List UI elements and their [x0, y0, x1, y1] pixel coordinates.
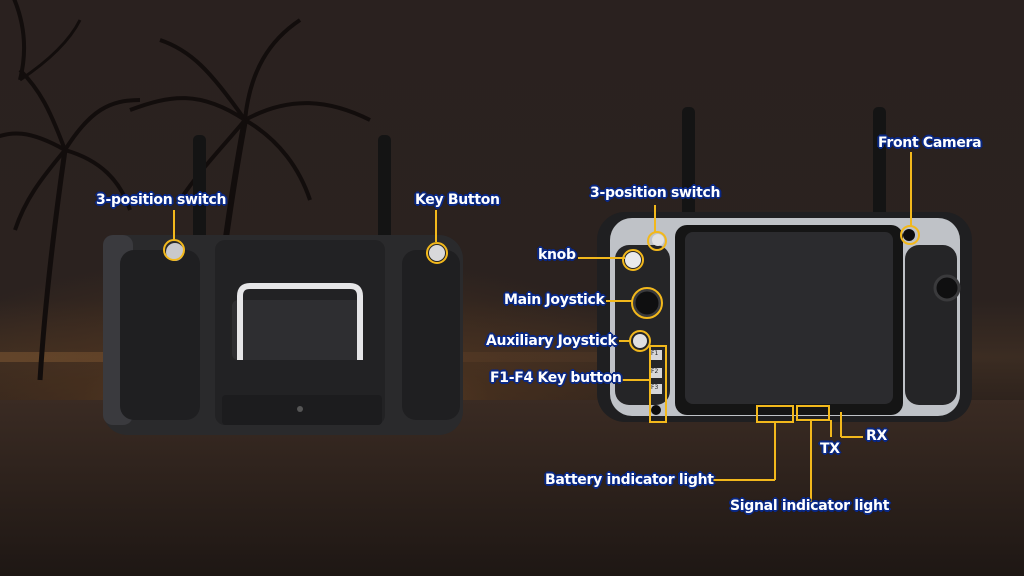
front-knob [625, 252, 641, 268]
back-key-button [429, 245, 445, 261]
label-main-joystick: Main Joystick [504, 292, 605, 308]
label-auxiliary-joystick: Auxiliary Joystick [486, 333, 617, 349]
horizon-glow [0, 352, 1024, 362]
front-switch [652, 234, 664, 246]
joystick-icon [632, 288, 662, 318]
label-f1-f4-key-button: F1-F4 Key button [490, 370, 622, 386]
label-key-button: Key Button [415, 192, 500, 208]
label-signal-indicator-light: Signal indicator light [730, 498, 890, 514]
controller-front-view [597, 107, 972, 422]
label-front-3-position-switch: 3-position switch [590, 185, 721, 201]
label-knob: knob [538, 247, 576, 263]
label-rx: RX [866, 428, 887, 444]
controller-back-view [103, 135, 463, 435]
label-tx: TX [820, 441, 840, 457]
camera-icon [903, 229, 915, 241]
back-antenna-right [378, 135, 391, 265]
f2-key-label: F2 [651, 368, 659, 375]
aux-joystick [633, 334, 647, 348]
back-handle [237, 283, 363, 360]
callout-lines [163, 152, 920, 506]
label-front-camera: Front Camera [878, 135, 982, 151]
back-switch-left [166, 243, 184, 261]
f1-key-label: F1 [651, 350, 659, 357]
label-battery-indicator-light: Battery indicator light [545, 472, 714, 488]
f3-key-label: F3 [651, 384, 659, 391]
front-antenna-left [682, 107, 695, 227]
palm-tree-icon [12, 0, 82, 82]
palm-tree-icon [0, 68, 141, 381]
joystick-icon [933, 274, 961, 302]
front-antenna-right [873, 107, 886, 227]
front-screen [685, 232, 893, 404]
label-back-3-position-switch: 3-position switch [96, 192, 227, 208]
